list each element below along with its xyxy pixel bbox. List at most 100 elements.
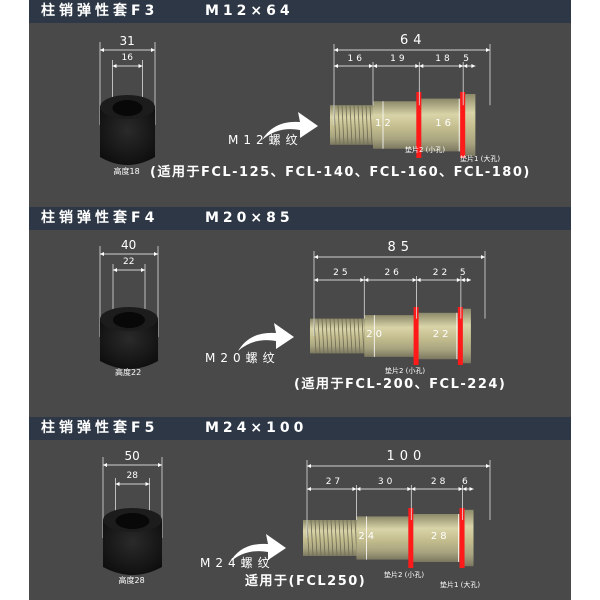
section-spec: M20×85 [205,210,294,226]
thread-line [361,105,365,145]
thread-line [365,105,369,145]
thread-line [317,318,321,354]
arrow-icon [230,534,286,562]
thread-line [369,105,373,145]
application-text: (适用于FCL-200、FCL-224) [294,377,507,392]
bolt-head [463,93,476,157]
sleeve-inner-label: 28 [126,471,138,481]
bolt-segment-label: 5 [463,54,473,64]
washer-2-label: 垫片2 (小孔) [405,146,446,154]
thread-line [338,519,342,557]
bolt-shank-2 [419,98,464,152]
thread-line [337,318,341,354]
bolt-shank-1 [364,315,417,357]
sleeve-height-label: 高度18 [113,167,140,176]
section-title: 柱销弹性套F5 [41,420,159,436]
thread-line [318,519,322,557]
bolt-diameter-2: 28 [430,531,450,542]
arrow-icon [238,323,294,351]
bolt-shank-2 [416,312,461,360]
thread-label: M20螺纹 [205,351,280,365]
sleeve-hole [113,312,145,328]
thread-line [357,318,361,354]
bolt-segment-label: 27 [325,477,344,487]
bolt-head [460,308,471,364]
dimension-arrowheads [460,278,471,282]
thread-line [357,105,361,145]
thread-line [329,318,333,354]
bolt-segment-label: 16 [347,54,365,64]
thread-line [349,105,353,145]
bolt-total-label: 85 [387,240,415,255]
application-text: 适用于(FCL250) [245,574,367,589]
bolt-diameter-1: 12 [375,118,394,129]
section-spec: M12×64 [205,3,294,19]
thread-line [325,318,329,354]
sleeve-inner-label: 22 [123,257,135,267]
bolt-diameter-1: 24 [358,531,378,542]
sleeve-hole [115,513,150,529]
bolt-segment-label: 26 [384,268,402,278]
sleeve-outer-label: 50 [124,449,140,463]
bolt-total-label: 100 [386,449,427,464]
washer-1-label: 垫片1 (大孔) [460,155,501,163]
washer-1 [457,307,463,365]
thread-line [341,318,345,354]
washer-1-label: 垫片1 (大孔) [440,581,481,589]
thread-line [350,519,354,557]
bolt-total-label: 64 [400,33,427,48]
dimension-arrowheads [463,64,476,68]
sleeve-height-label: 高度22 [115,368,142,377]
bolt-segment-label: 25 [333,268,351,278]
section-header: 柱销弹性套F3 M12×64 [29,0,571,23]
application-text: (适用于FCL-125、FCL-140、FCL-160、FCL-180) [150,165,531,180]
thread-label: M24螺纹 [200,556,275,570]
bolt-diameter-2: 16 [435,118,454,129]
thread-line [342,519,346,557]
thread-line [314,519,318,557]
section-title: 柱销弹性套F3 [41,3,159,19]
bolt-segment-label: 19 [390,54,408,64]
washer-1 [459,508,465,568]
washer-1 [460,92,466,158]
thread-line [333,318,337,354]
washer-2 [413,307,419,365]
sleeve-inner-label: 16 [121,53,133,63]
rubber-sleeve [100,319,158,369]
washer-2 [408,508,414,568]
thread-line [322,519,326,557]
thread-line [310,519,314,557]
bolt-segment-label: 28 [430,477,449,487]
bolt-shank-1 [356,516,412,560]
washer-2-label: 垫片2 (小孔) [384,571,425,579]
thread-line [337,105,341,145]
bolt-segment-label: 6 [462,477,471,487]
bolt-shank-2 [411,514,463,562]
thread-line [349,318,353,354]
section-header: 柱销弹性套F4 M20×85 [29,207,571,230]
washer-2-label: 垫片2 (小孔) [385,367,426,375]
bolt-head [462,509,474,567]
thread-line [345,105,349,145]
section-header: 柱销弹性套F5 M24×100 [29,417,571,440]
bolt-diameter-1: 20 [366,329,386,340]
sleeve-outer-label: 31 [119,34,135,48]
section-spec: M24×100 [205,420,308,436]
bolt-segment-label: 30 [377,477,396,487]
thread-line [353,318,357,354]
thread-line [341,105,345,145]
rubber-sleeve [103,520,162,575]
sleeve-hole [112,100,143,116]
bolt-segment-label: 5 [459,268,469,278]
section-title: 柱销弹性套F4 [41,210,159,226]
bolt-diameter-2: 22 [432,329,452,340]
thread-line [334,519,338,557]
sleeve-height-label: 高度28 [118,576,145,585]
thread-label: M12螺纹 [228,133,303,147]
thread-line [346,519,350,557]
sleeve-outer-label: 40 [121,238,137,252]
dimension-arrowheads [462,487,474,491]
thread-line [353,105,357,145]
thread-line [330,519,334,557]
